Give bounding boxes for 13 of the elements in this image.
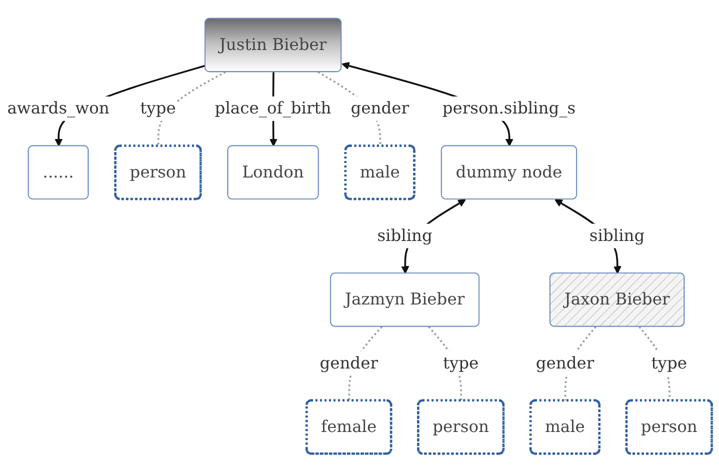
arrow (54, 64, 206, 146)
edge-label: gender (320, 354, 378, 373)
edge-label: gender (350, 99, 409, 118)
edge-label: person.sibling_s (442, 99, 576, 118)
edge-label: type (140, 99, 176, 118)
edge-label: place_of_birth (214, 99, 332, 118)
edge-label: awards_won (7, 99, 110, 118)
edge-label: gender (536, 354, 594, 373)
arrow (342, 62, 514, 146)
edge-label: type (651, 354, 687, 373)
edge-label: sibling (377, 226, 432, 246)
edge-label: sibling (589, 226, 645, 246)
edge-label: type (442, 354, 479, 373)
